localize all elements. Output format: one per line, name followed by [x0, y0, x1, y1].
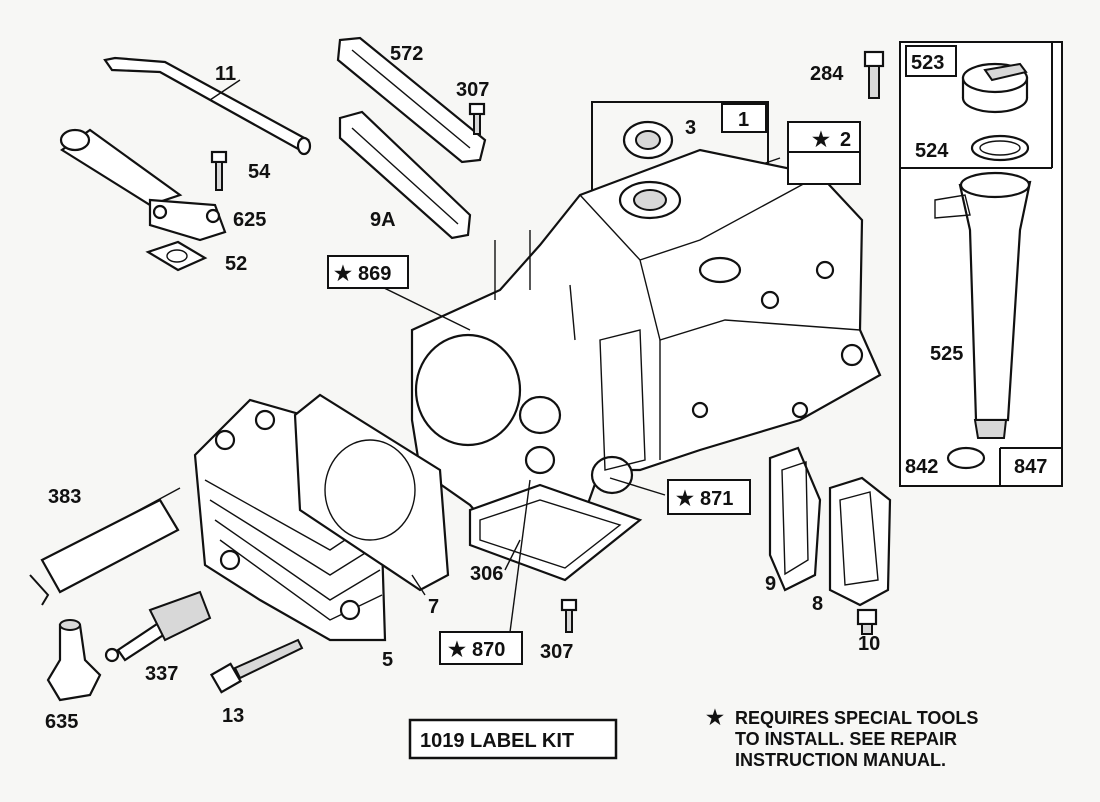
leader-306 — [504, 539, 521, 571]
label-part-7: 7 — [428, 596, 439, 618]
label-part-635: 635 — [45, 711, 78, 733]
box-871 — [667, 479, 751, 515]
intake-elbow-part — [59, 128, 227, 242]
oring-524-part — [970, 134, 1030, 162]
box-1 — [721, 103, 767, 133]
star-871: ★ — [676, 488, 694, 510]
group-bracket-1 — [591, 101, 769, 190]
note-star: ★ — [706, 707, 724, 729]
label-part-52: 52 — [225, 253, 247, 275]
star-870: ★ — [448, 639, 466, 661]
label-part-54: 54 — [248, 161, 271, 183]
head-gasket-7-part — [293, 393, 450, 592]
label-part-10: 10 — [858, 633, 880, 655]
label-part-524: 524 — [915, 140, 949, 162]
bolt-13-part — [209, 638, 304, 694]
label-part-625: 625 — [233, 209, 266, 231]
label-kit-box — [408, 718, 618, 760]
gasket-52-part — [145, 240, 208, 272]
note-line-3: INSTRUCTION MANUAL. — [735, 750, 946, 770]
label-part-5: 5 — [382, 649, 393, 671]
label-part-847: 847 — [1014, 456, 1047, 478]
label-part-1: 1 — [738, 109, 749, 131]
label-part-9A: 9A — [370, 209, 396, 231]
screw-284-part — [863, 50, 885, 99]
screw-54-part — [210, 150, 228, 191]
note-line-2: TO INSTALL. SEE REPAIR — [735, 729, 957, 749]
spark-plug-boot-part — [46, 619, 102, 702]
label-part-284: 284 — [810, 63, 844, 85]
label-part-8: 8 — [812, 593, 823, 615]
label-part-337: 337 — [145, 663, 178, 685]
label-kit-text: 1019 LABEL KIT — [420, 730, 574, 752]
label-part-11: 11 — [215, 63, 236, 85]
label-part-572: 572 — [390, 43, 423, 65]
tool-383-part — [29, 487, 181, 606]
crankcase-part — [410, 148, 882, 547]
box-870 — [439, 631, 523, 665]
label-part-3-seal: 3 — [685, 117, 696, 139]
seal-3-part — [622, 120, 674, 160]
box-869 — [327, 255, 409, 289]
leader-871 — [609, 477, 666, 496]
gasket-572-part — [336, 36, 487, 164]
gasket-9A-part — [338, 110, 472, 240]
screw-307-top-part — [468, 102, 486, 135]
label-part-870: 870 — [472, 639, 505, 661]
label-part-13: 13 — [222, 705, 244, 727]
oring-842-part — [946, 446, 986, 470]
label-part-307-top: 307 — [456, 79, 489, 101]
label-part-871: 871 — [700, 488, 733, 510]
box-523 — [905, 45, 957, 77]
cover-8-part — [828, 476, 892, 607]
screw-10-part — [856, 608, 878, 635]
leader-11 — [209, 79, 241, 101]
label-part-525: 525 — [930, 343, 963, 365]
label-part-307-bottom: 307 — [540, 641, 573, 663]
star-869: ★ — [334, 263, 352, 285]
gasket-9-part — [768, 446, 822, 592]
label-part-9: 9 — [765, 573, 776, 595]
leader-870 — [509, 479, 531, 633]
fill-tube-525-part — [934, 171, 1032, 439]
label-part-869: 869 — [358, 263, 391, 285]
label-part-523: 523 — [911, 52, 944, 74]
label-part-383: 383 — [48, 486, 81, 508]
label-part-2: 2 — [840, 129, 851, 151]
star-2: ★ — [812, 129, 830, 151]
screw-307-bottom-part — [560, 598, 578, 633]
breather-tube-part — [103, 56, 312, 156]
note-line-1: REQUIRES SPECIAL TOOLS — [735, 708, 978, 728]
dipstick-cap-part — [961, 62, 1029, 114]
leader-7 — [411, 574, 426, 596]
spark-plug-part — [104, 590, 212, 663]
label-part-842: 842 — [905, 456, 938, 478]
leader-869 — [371, 281, 471, 331]
label-part-306: 306 — [470, 563, 503, 585]
